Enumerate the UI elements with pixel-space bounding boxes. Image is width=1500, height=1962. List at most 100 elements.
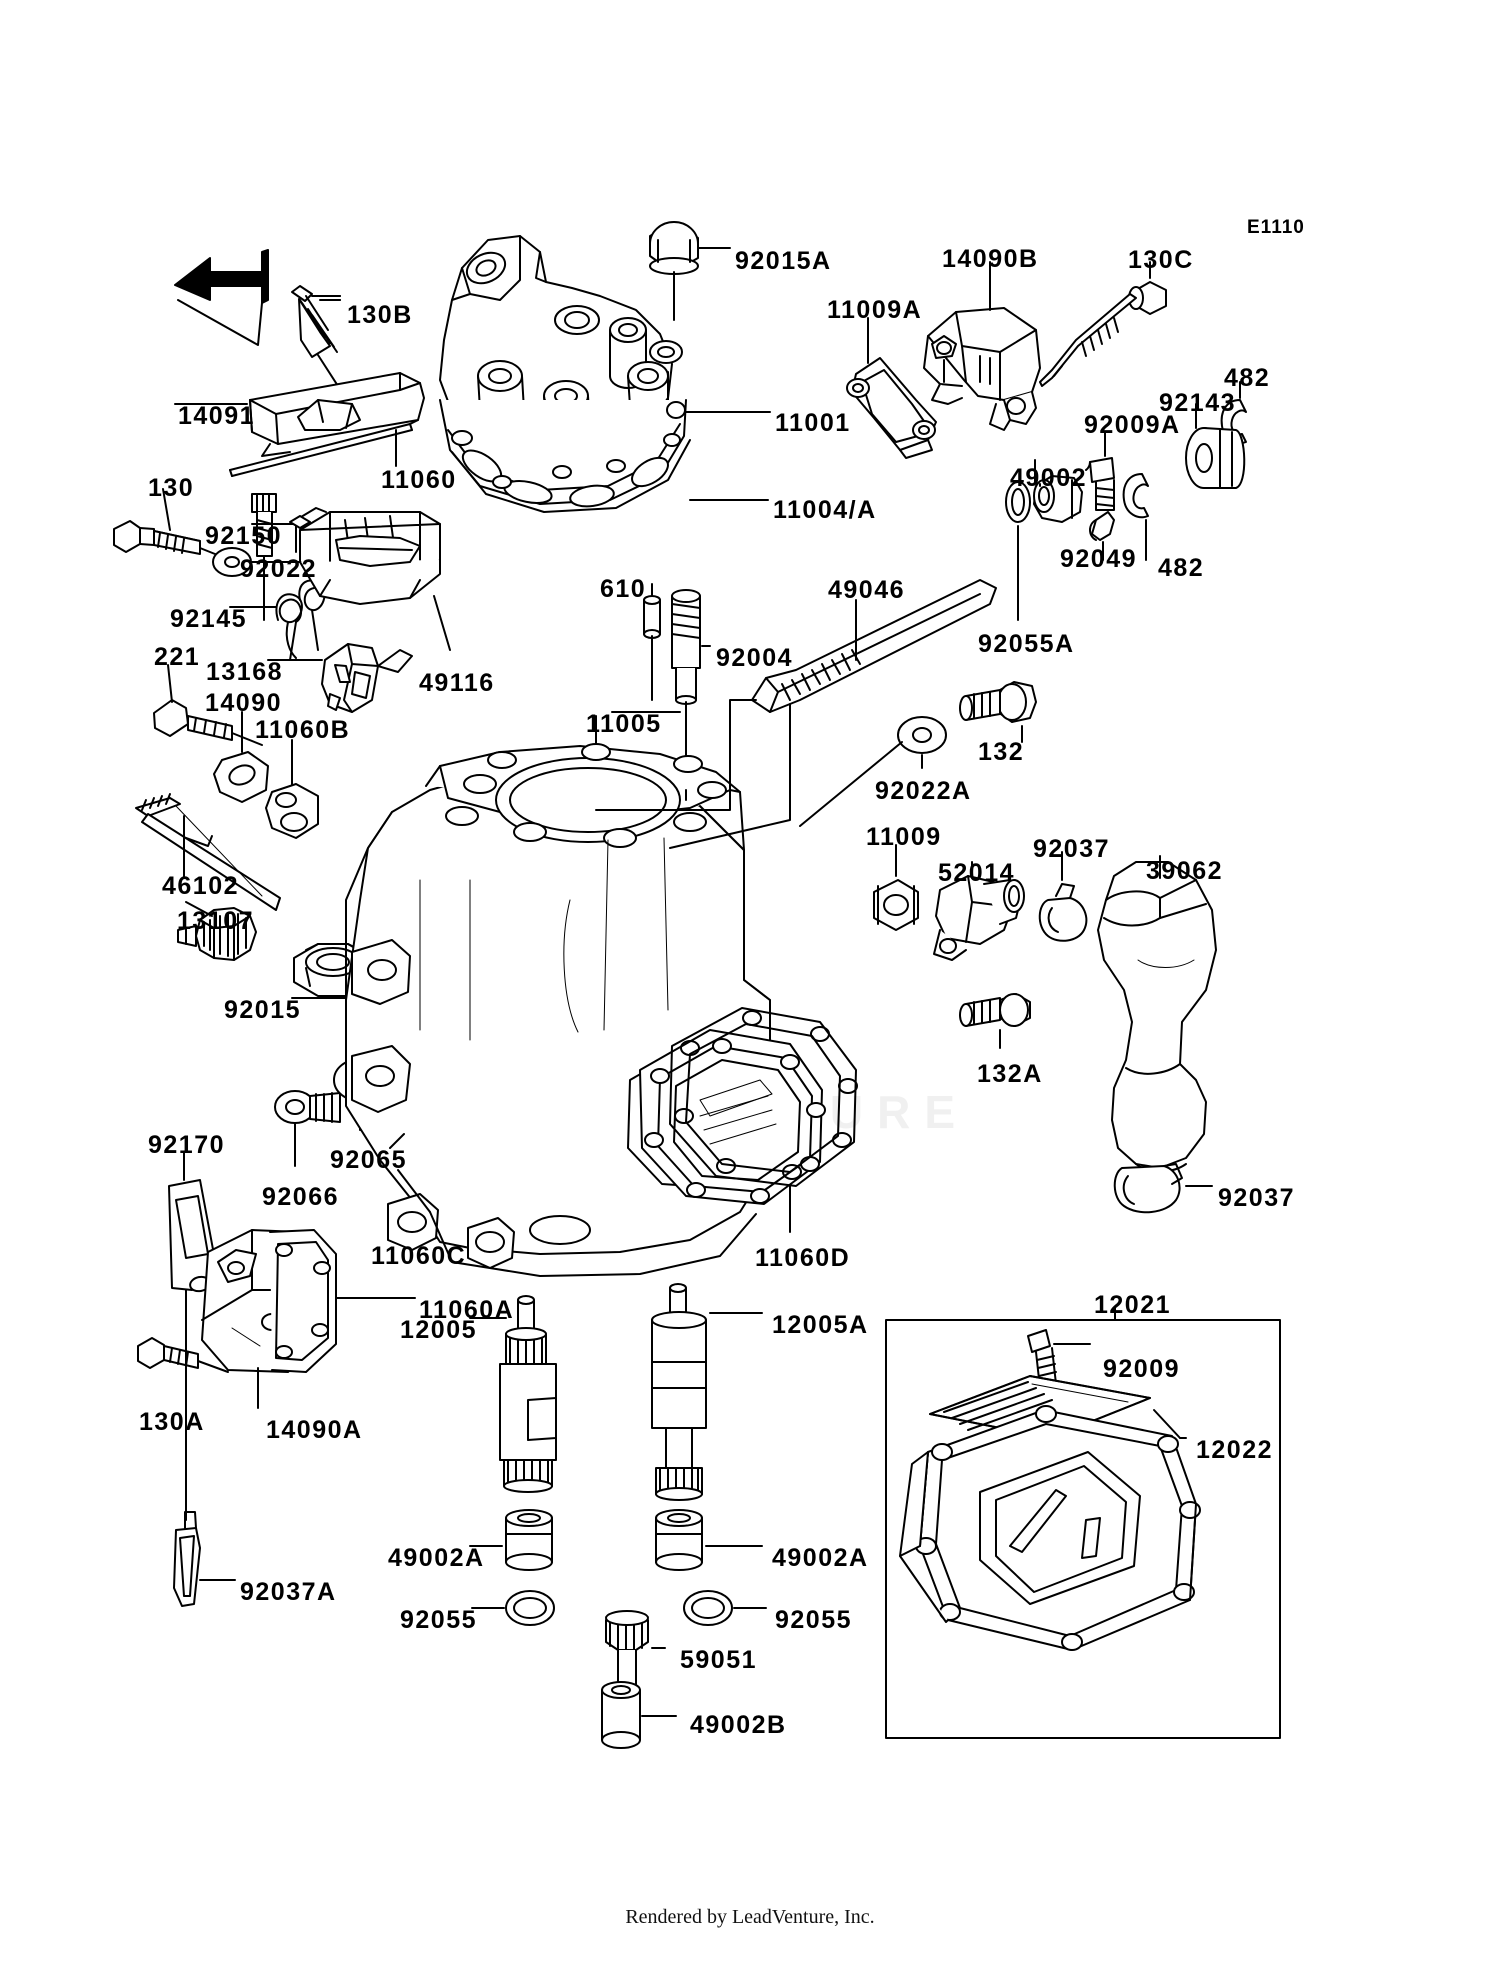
shaft-13107-46102 (135, 793, 281, 961)
label-92022: 92022 (240, 555, 318, 583)
label-92009: 92009 (1103, 1355, 1181, 1383)
bolt-130b (291, 285, 348, 401)
label-130c: 130C (1128, 246, 1194, 274)
gasket-11060d (669, 1007, 858, 1187)
part-14091-head-cover (229, 372, 425, 477)
oring-92055a (1005, 481, 1031, 523)
label-92015a: 92015A (735, 247, 832, 275)
label-49002: 49002 (1010, 464, 1088, 492)
spring-92145 (275, 579, 326, 661)
pin-610 (643, 595, 661, 639)
part-11005-cylinder (345, 743, 826, 1277)
label-14090: 14090 (205, 689, 283, 717)
label-13168: 13168 (206, 658, 284, 686)
rod-49046 (751, 579, 997, 713)
label-49002a-left: 49002A (388, 1544, 485, 1572)
label-11001: 11001 (775, 409, 851, 437)
label-11060a: 11060A (419, 1296, 515, 1324)
capnut-92015a (649, 221, 699, 321)
label-92015: 92015 (224, 996, 302, 1024)
label-92049: 92049 (1060, 545, 1138, 573)
bolt-92066 (274, 1090, 341, 1124)
label-11060: 11060 (381, 466, 457, 494)
oring-92055-right (683, 1590, 733, 1626)
fitting-52014 (933, 875, 1025, 961)
label-46102: 46102 (162, 872, 240, 900)
label-14090a: 14090A (266, 1416, 363, 1444)
label-12022: 12022 (1196, 1436, 1274, 1464)
gear-13107 (177, 907, 257, 961)
label-92150: 92150 (205, 522, 283, 550)
label-132a: 132A (977, 1060, 1043, 1088)
lever-13168 (321, 643, 413, 713)
label-diagram-code: E1110 (1247, 217, 1305, 238)
label-92055a: 92055A (978, 630, 1075, 658)
label-132: 132 (978, 738, 1025, 766)
front-arrow-icon (174, 249, 269, 346)
label-14090b: 14090B (942, 245, 1039, 273)
reed-cage (899, 1405, 1201, 1651)
label-11005: 11005 (586, 710, 662, 738)
label-92066: 92066 (262, 1183, 340, 1211)
valve-12005a (651, 1283, 707, 1501)
clamp-92037-upper (1038, 883, 1088, 942)
label-92145: 92145 (170, 605, 248, 633)
label-49046: 49046 (828, 576, 906, 604)
footer-attribution: Rendered by LeadVenture, Inc. (625, 1906, 875, 1928)
label-11060c: 11060C (371, 1242, 467, 1270)
gasket-11060a (269, 1229, 337, 1373)
label-482-lower: 482 (1158, 554, 1205, 582)
label-59051: 59051 (680, 1646, 758, 1674)
label-221: 221 (154, 643, 201, 671)
washer-92022 (212, 547, 252, 577)
circlip-482-left (1122, 473, 1149, 519)
clamp-92037-lower (1113, 1163, 1183, 1214)
label-92065: 92065 (330, 1146, 408, 1174)
label-49002a-right: 49002A (772, 1544, 869, 1572)
label-39062: 39062 (1146, 857, 1224, 885)
fitting-132 (959, 681, 1037, 723)
inset-box-12021 (885, 1319, 1281, 1739)
label-12005a: 12005A (772, 1311, 869, 1339)
seal-49002 (1033, 475, 1083, 523)
label-11060b: 11060B (255, 716, 351, 744)
label-92055-left: 92055 (400, 1606, 478, 1634)
bolt-130 (113, 520, 231, 561)
seal-49002a-left (505, 1509, 553, 1571)
label-11060d: 11060D (755, 1244, 851, 1272)
oring-92055-left (505, 1590, 555, 1626)
label-610: 610 (600, 575, 647, 603)
label-92143: 92143 (1159, 389, 1237, 417)
washer-92022a (897, 716, 947, 754)
seal-92049 (1089, 511, 1115, 541)
fitting-132a (959, 993, 1031, 1027)
label-482-upper: 482 (1224, 364, 1271, 392)
seal-49002a-right (655, 1509, 703, 1571)
gasket-11009 (873, 879, 919, 931)
label-130: 130 (148, 474, 195, 502)
stud-92004 (671, 589, 701, 705)
label-92022a: 92022A (875, 777, 972, 805)
bracket-14090b (923, 307, 1041, 431)
label-92037-lower: 92037 (1218, 1184, 1296, 1212)
collar-92143 (1185, 427, 1246, 489)
gasket-11009a (846, 357, 937, 459)
label-11009: 11009 (866, 823, 942, 851)
label-49002b: 49002B (690, 1711, 787, 1739)
assembly-49116 (289, 507, 441, 605)
label-92055-right: 92055 (775, 1606, 853, 1634)
part-11001-cylinder-head (439, 235, 691, 513)
label-12005: 12005 (400, 1316, 478, 1344)
gasket-11060b (265, 783, 319, 839)
label-92037a: 92037A (240, 1578, 337, 1606)
label-130b: 130B (347, 301, 413, 329)
label-92009a: 92009A (1084, 411, 1181, 439)
valve-12005 (499, 1295, 557, 1493)
screw-92009a (1085, 457, 1115, 511)
label-11004a: 11004/A (773, 496, 877, 524)
label-52014: 52014 (938, 859, 1016, 887)
bolt-130c (1039, 281, 1167, 387)
clamp-92037a (173, 1511, 201, 1607)
